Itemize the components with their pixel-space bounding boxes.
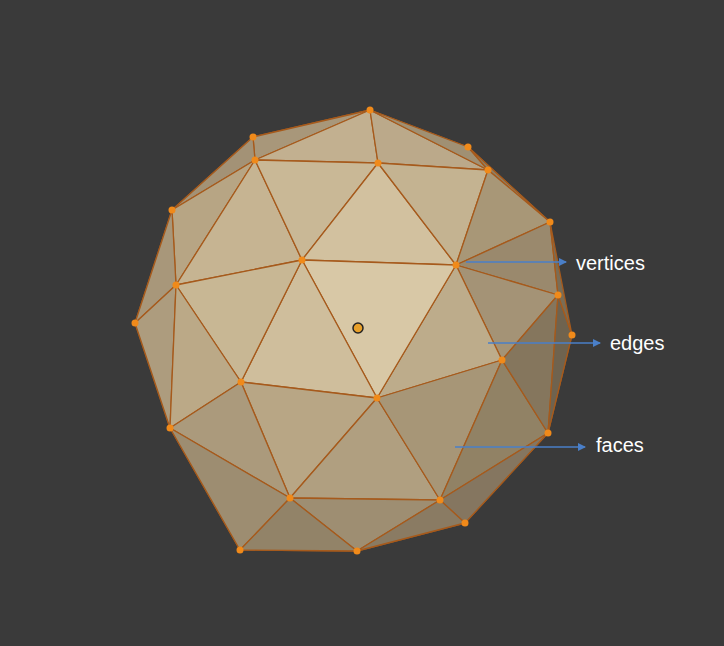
part-label: faces bbox=[596, 433, 644, 457]
vertex-dots bbox=[132, 107, 576, 555]
origin-dot bbox=[353, 323, 363, 333]
part-label: vertices bbox=[576, 251, 645, 275]
sphere-faces bbox=[135, 110, 572, 551]
part-label: edges bbox=[610, 331, 665, 355]
leader-arrows bbox=[455, 262, 600, 447]
